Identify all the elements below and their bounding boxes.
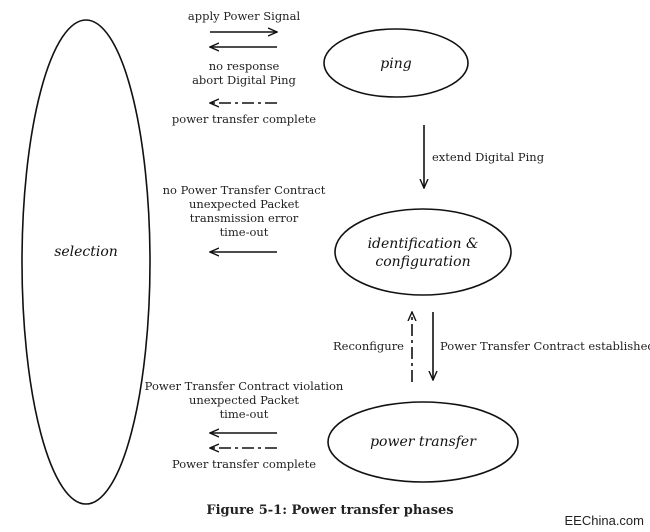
power-transfer-complete-bottom-label: Power transfer complete	[172, 457, 316, 471]
contract-violation-label: Power Transfer Contract violation	[145, 379, 344, 393]
identification-state	[334, 208, 512, 296]
identification-label-1: identification &	[368, 236, 479, 252]
power-transfer-complete-top-label: power transfer complete	[172, 112, 316, 126]
unexpected-packet-mid-label: unexpected Packet	[189, 197, 299, 211]
extend-digital-ping-label: extend Digital Ping	[432, 150, 545, 164]
figure-caption: Figure 5-1: Power transfer phases	[206, 503, 453, 518]
selection-state	[21, 19, 151, 505]
power-transfer-label: power transfer	[370, 434, 477, 450]
ping-state	[323, 28, 469, 98]
timeout-mid-label: time-out	[220, 225, 269, 239]
no-response-label: no response	[209, 59, 280, 73]
timeout-bottom-label: time-out	[220, 407, 269, 421]
identification-label-2: configuration	[375, 254, 470, 270]
no-contract-label: no Power Transfer Contract	[163, 183, 326, 197]
ping-label: ping	[380, 56, 411, 72]
transmission-error-label: transmission error	[190, 211, 299, 225]
power-transfer-state	[327, 401, 519, 483]
selection-label: selection	[54, 244, 118, 260]
abort-digital-ping-label: abort Digital Ping	[192, 73, 296, 87]
apply-power-signal-label: apply Power Signal	[188, 9, 301, 23]
unexpected-packet-bottom-label: unexpected Packet	[189, 393, 299, 407]
watermark: EEChina.com	[565, 513, 644, 528]
contract-established-label: Power Transfer Contract established	[440, 339, 650, 353]
reconfigure-label: Reconfigure	[333, 339, 404, 353]
